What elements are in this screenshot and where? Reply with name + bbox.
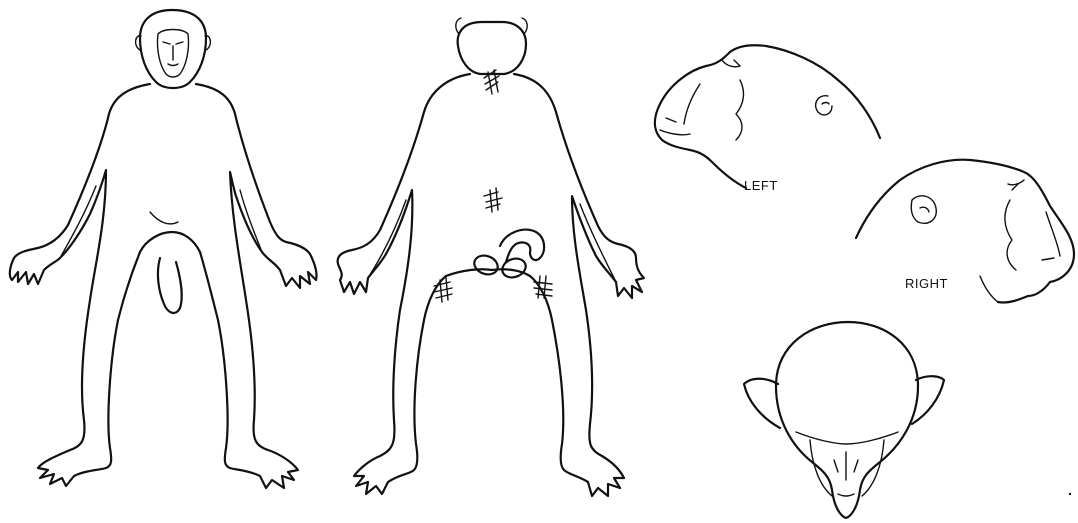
- front-crotch: [140, 232, 200, 252]
- hatch-mark-mid-back: [484, 188, 502, 212]
- right-profile-label: RIGHT: [905, 276, 948, 291]
- front-genitals: [158, 258, 182, 313]
- head-top-view: [744, 322, 944, 518]
- stray-dot: [1069, 493, 1071, 495]
- back-body-right: [514, 74, 644, 496]
- front-eyes: [163, 42, 183, 44]
- top-view-brow: [796, 432, 898, 444]
- left-profile-outline: [655, 45, 880, 188]
- right-profile-cheek: [1005, 200, 1016, 270]
- front-view-figure: [10, 10, 317, 488]
- front-arm-inner-left: [60, 186, 96, 258]
- hatch-mark-right-hip: [534, 276, 552, 298]
- left-profile-label: LEFT: [744, 178, 778, 193]
- left-profile-eye: [734, 60, 740, 66]
- top-view-ear-left: [744, 379, 780, 428]
- head-profile-right: [856, 160, 1074, 303]
- left-profile-snout: [660, 84, 700, 135]
- back-head-outline: [458, 22, 526, 74]
- hatch-mark-left-hip: [434, 278, 452, 302]
- back-view-figure: [338, 18, 644, 496]
- right-profile-neck: [980, 276, 998, 302]
- back-callosity-left: [472, 252, 501, 277]
- front-arm-inner-right: [240, 190, 262, 252]
- right-profile-snout: [1042, 212, 1060, 260]
- top-view-nose: [834, 452, 858, 496]
- back-hatch-marks: [434, 70, 552, 302]
- right-profile-ear: [911, 196, 936, 223]
- head-profile-left: [655, 45, 880, 188]
- left-profile-ear: [816, 96, 832, 115]
- top-view-skull: [776, 322, 918, 518]
- front-body-left: [10, 84, 150, 486]
- back-arm-inner-right: [580, 204, 616, 282]
- front-body-right: [196, 84, 317, 488]
- right-profile-outline: [856, 160, 1074, 303]
- back-callosity-right: [500, 255, 529, 280]
- front-belly: [150, 212, 178, 224]
- left-profile-cheek: [736, 80, 743, 140]
- front-nose: [168, 46, 178, 66]
- right-profile-brow: [1008, 180, 1024, 185]
- back-body-left: [338, 74, 470, 494]
- back-tail: [500, 230, 544, 262]
